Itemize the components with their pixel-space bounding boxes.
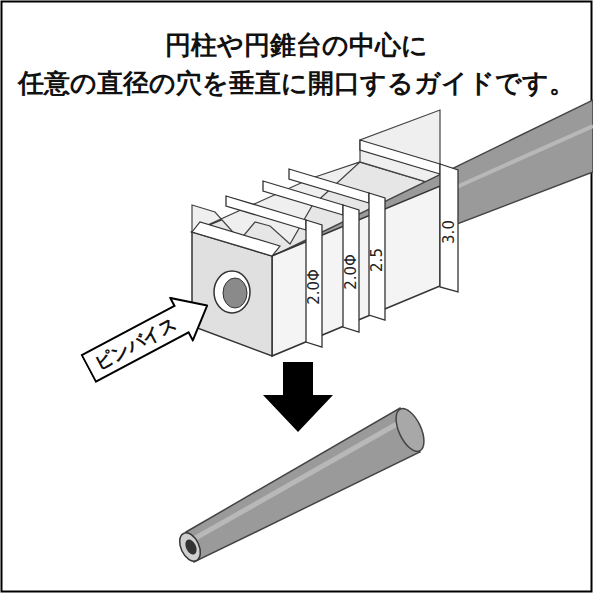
plate-label: 2.0Φ: [307, 269, 322, 305]
cone: [186, 408, 420, 562]
cone-tip: [176, 530, 205, 565]
plate-tab: [360, 140, 440, 174]
plate-strip: [369, 193, 385, 320]
hole: [214, 271, 250, 313]
end-plate: [440, 164, 458, 292]
plate-strip: [343, 205, 359, 332]
plate-strip: [306, 220, 322, 347]
box-front: [272, 186, 440, 356]
cone-end: [390, 405, 429, 456]
plates: [226, 140, 458, 347]
arrow-outline: [78, 284, 219, 389]
plate-tab: [289, 169, 369, 203]
end-plate-top: [192, 222, 280, 256]
cone-bore: [183, 538, 199, 557]
plate-label: 2.0Φ: [344, 254, 359, 290]
cone-highlight: [192, 420, 404, 540]
plate-tab: [226, 196, 306, 230]
plate-label: 2.5: [370, 248, 385, 272]
title: 円柱や円錐台の中心に 任意の直径の穴を垂直に開口するガイドです。: [6, 26, 587, 102]
hole-rod: [223, 278, 247, 308]
down-arrow: [263, 362, 333, 432]
plate-label: 3.0: [442, 220, 457, 244]
